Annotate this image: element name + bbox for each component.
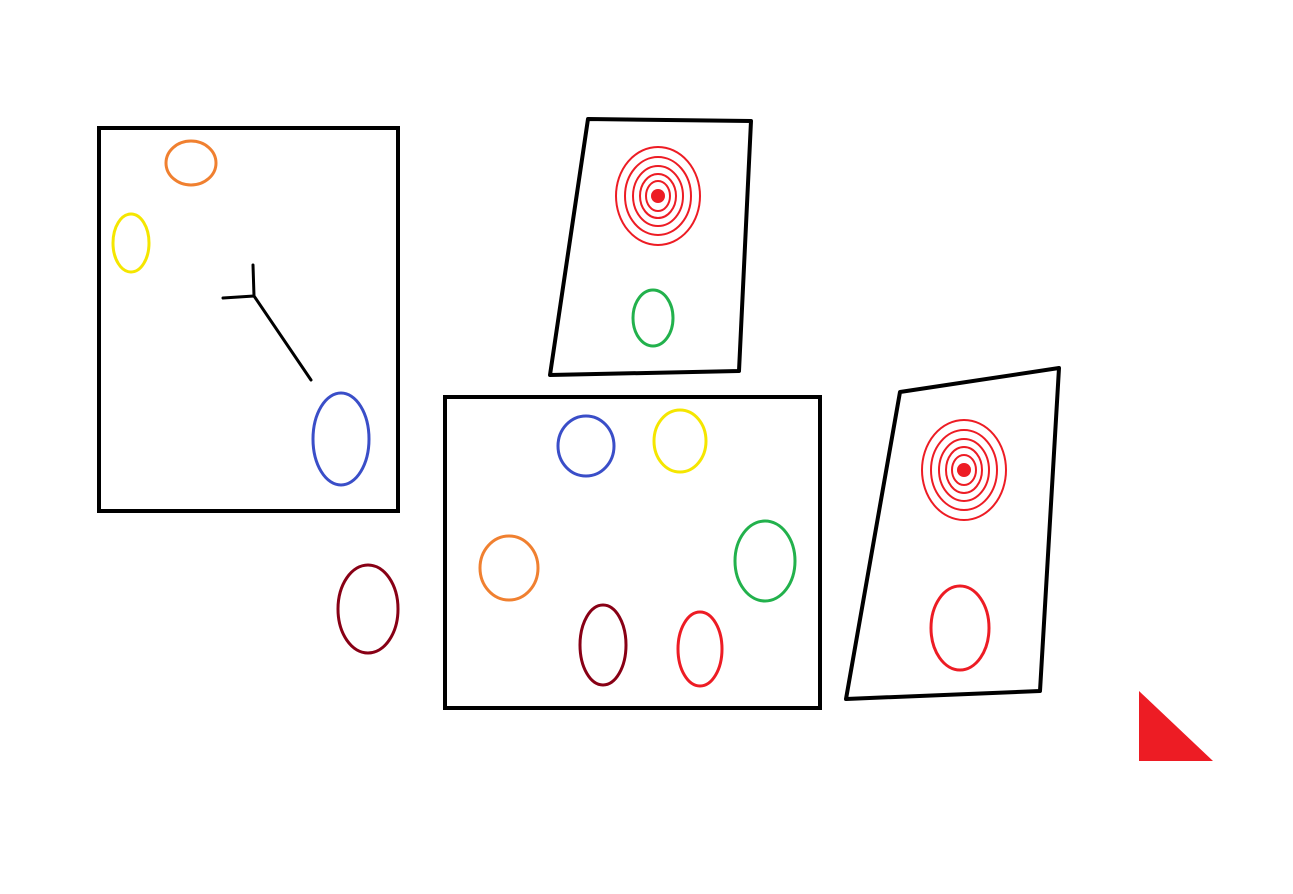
target-ring — [645, 180, 671, 212]
center-rectangle-group — [443, 395, 822, 710]
target-center-dot — [957, 463, 971, 477]
right-trapezoid-frame — [844, 366, 1061, 701]
right-trapezoid-group — [844, 366, 1061, 701]
left-rectangle-frame — [97, 126, 400, 513]
target-center-dot — [651, 189, 665, 203]
orange-oval — [164, 139, 218, 187]
target-ring — [951, 454, 977, 486]
blue-oval — [556, 414, 616, 478]
target-ring — [639, 173, 677, 219]
dark-red-oval — [578, 603, 628, 687]
red-target-upper — [615, 146, 701, 246]
green-oval — [631, 288, 675, 348]
target-ring — [615, 146, 701, 246]
red-triangle — [1139, 691, 1213, 761]
upper-trapezoid-frame — [548, 117, 753, 377]
target-ring — [945, 446, 983, 494]
target-ring — [624, 156, 692, 236]
target-ring — [632, 165, 684, 227]
target-ring — [921, 419, 1007, 521]
yellow-oval — [111, 212, 151, 274]
yellow-oval — [652, 408, 708, 474]
dark-red-oval-outside — [336, 563, 400, 655]
red-oval — [676, 610, 724, 688]
stick-figure-line — [221, 263, 313, 382]
target-ring — [938, 438, 990, 502]
blue-oval — [311, 391, 371, 487]
green-oval — [733, 519, 797, 603]
left-rectangle-group — [97, 126, 400, 513]
red-oval — [929, 584, 991, 672]
upper-trapezoid-group — [548, 117, 753, 377]
center-rectangle-frame — [443, 395, 822, 710]
orange-oval — [478, 534, 540, 602]
red-target-right — [921, 419, 1007, 521]
target-ring — [930, 429, 998, 511]
